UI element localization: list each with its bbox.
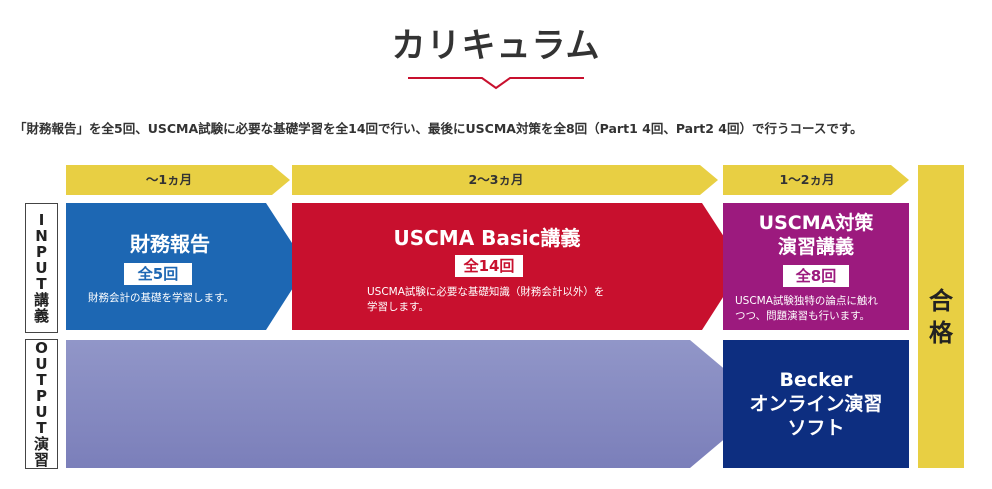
row-label-output: OUTPUT演習 xyxy=(25,339,58,469)
course-description-line: つつ、問題演習も行います。 xyxy=(735,310,871,322)
period-label: 2〜3ヵ月 xyxy=(468,172,524,187)
course-title: 財務報告 xyxy=(130,232,210,256)
course-financial-reporting: 財務報告 全5回 財務会計の基礎を学習します。 xyxy=(66,203,307,330)
course-title-line: 演習講義 xyxy=(777,236,854,258)
output-band xyxy=(66,340,766,468)
software-title-line: オンライン演習 xyxy=(749,393,883,415)
period-label: 1〜2ヵ月 xyxy=(779,172,835,187)
becker-online-software: Becker オンライン演習 ソフト xyxy=(723,340,909,468)
course-description: 財務会計の基礎を学習します。 xyxy=(88,292,234,304)
course-badge: 全8回 xyxy=(783,265,849,287)
software-title-line: Becker xyxy=(779,369,853,391)
title-divider xyxy=(408,77,584,90)
software-title-line: ソフト xyxy=(787,417,845,439)
period-arrow-3: 1〜2ヵ月 xyxy=(723,165,909,195)
course-badge: 全5回 xyxy=(124,263,192,285)
course-description-line: USCMA試験独特の論点に触れ xyxy=(735,295,878,307)
course-uscma-exam-prep: USCMA対策 演習講義 全8回 USCMA試験独特の論点に触れ つつ、問題演習… xyxy=(723,203,909,330)
course-description-line: 学習します。 xyxy=(367,301,429,313)
intro-text: 「財務報告」を全5回、USCMA試験に必要な基礎学習を全14回で行い、最後にUS… xyxy=(14,121,863,136)
period-arrow-2: 2〜3ヵ月 xyxy=(292,165,718,195)
row-label-input: INPUT講義 xyxy=(25,203,58,333)
period-arrow-1: 〜1ヵ月 xyxy=(66,165,290,195)
course-uscma-basic: USCMA Basic講義 全14回 USCMA試験に必要な基礎知識（財務会計以… xyxy=(292,203,743,330)
goal-pass: 合格 xyxy=(918,165,964,468)
page-title: カリキュラム xyxy=(391,26,601,66)
course-description-line: USCMA試験に必要な基礎知識（財務会計以外）を xyxy=(367,286,605,298)
period-label: 〜1ヵ月 xyxy=(145,172,193,187)
course-title: USCMA Basic講義 xyxy=(393,226,581,250)
course-title-line: USCMA対策 xyxy=(758,212,874,234)
course-badge: 全14回 xyxy=(455,255,523,277)
